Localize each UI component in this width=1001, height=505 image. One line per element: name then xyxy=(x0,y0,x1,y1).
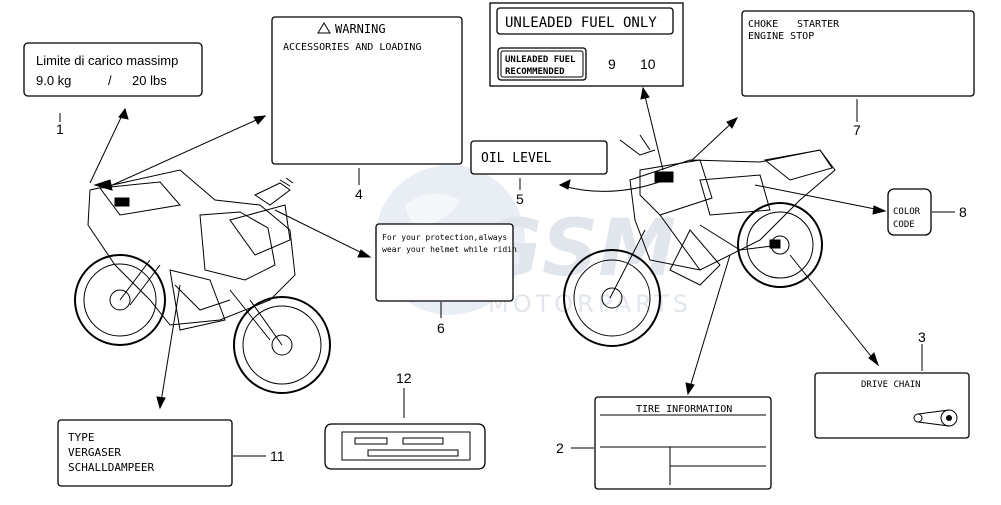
watermark-subtitle: MOTORPARTS xyxy=(488,290,692,318)
label-7-starter: STARTER xyxy=(797,19,840,30)
label-9-line1: UNLEADED FUEL xyxy=(505,55,576,65)
label-7-choke: CHOKE xyxy=(748,19,778,30)
callout-7: 7 xyxy=(853,122,861,138)
callout-4: 4 xyxy=(355,186,363,202)
label-4-warning: WARNING ACCESSORIES AND LOADING xyxy=(271,16,463,165)
callout-10: 10 xyxy=(640,56,656,72)
right-motorcycle xyxy=(563,134,836,347)
label-1-sep: / xyxy=(108,73,112,88)
callout-12: 12 xyxy=(396,370,412,386)
label-12-plate xyxy=(324,423,486,470)
label-2-tire-info: TIRE INFORMATION xyxy=(594,396,772,490)
label-5-title: OIL LEVEL xyxy=(481,151,552,166)
label-11-line1: TYPE xyxy=(68,431,95,444)
label-5-oil-level: OIL LEVEL xyxy=(470,140,608,175)
callout-9: 9 xyxy=(608,56,616,72)
label-7-engine-stop: ENGINE STOP xyxy=(748,31,814,42)
label-3-title: DRIVE CHAIN xyxy=(861,380,921,390)
label-1-kg: 9.0 kg xyxy=(36,73,71,88)
callout-1: 1 xyxy=(56,121,64,137)
label-6-helmet: For your protection,always wear your hel… xyxy=(375,223,517,302)
label-6-line2: wear your helmet while ridin xyxy=(382,245,517,254)
label-11-line2: VERGASER xyxy=(68,446,121,459)
callout-2: 2 xyxy=(556,440,564,456)
callout-11: 11 xyxy=(270,448,285,464)
label-group-fuel: UNLEADED FUEL ONLY UNLEADED FUEL RECOMME… xyxy=(489,2,684,87)
chain-icon xyxy=(913,409,958,427)
label-9-line2: RECOMMENDED xyxy=(505,67,565,77)
label-11-type: TYPE VERGASER SCHALLDAMPEER xyxy=(57,419,233,487)
callout-numbers: 1 2 3 4 5 6 7 8 9 10 11 12 xyxy=(56,56,967,464)
callout-3: 3 xyxy=(918,329,926,345)
left-motorcycle xyxy=(74,169,331,394)
callout-5: 5 xyxy=(516,191,524,207)
label-8-color-code: COLOR CODE xyxy=(887,188,932,236)
label-2-title: TIRE INFORMATION xyxy=(636,404,732,415)
label-4-subtitle: ACCESSORIES AND LOADING xyxy=(283,42,421,53)
callout-8: 8 xyxy=(959,204,967,220)
label-10-title: UNLEADED FUEL ONLY xyxy=(505,15,657,31)
label-7-switches: CHOKE STARTER ENGINE STOP xyxy=(741,10,975,97)
callout-6: 6 xyxy=(437,320,445,336)
label-3-drive-chain: DRIVE CHAIN xyxy=(814,372,970,439)
warning-triangle-icon xyxy=(317,22,331,34)
label-8-line1: COLOR xyxy=(893,207,921,217)
label-4-title: WARNING xyxy=(335,22,386,36)
label-1-load-limit: Limite di carico massimp 9.0 kg / 20 lbs xyxy=(23,42,203,97)
leader-lines xyxy=(59,34,955,457)
label-1-line1: Limite di carico massimp xyxy=(36,53,178,68)
label-11-line3: SCHALLDAMPEER xyxy=(68,461,154,474)
label-8-line2: CODE xyxy=(893,220,915,230)
label-6-line1: For your protection,always xyxy=(382,233,507,242)
label-1-lbs: 20 lbs xyxy=(132,73,167,88)
